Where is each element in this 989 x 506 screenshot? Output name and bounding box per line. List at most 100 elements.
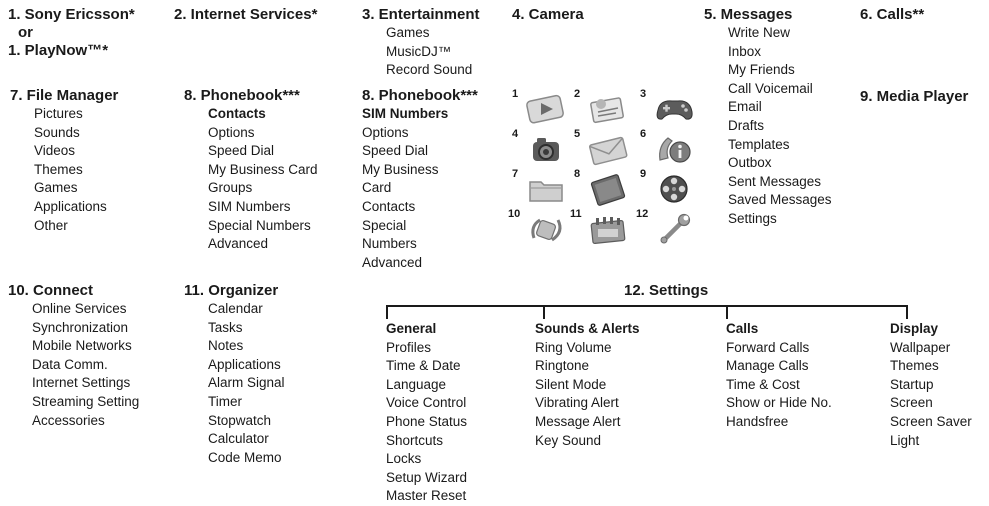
menu-item: Sent Messages xyxy=(728,173,822,189)
menu-item: Themes xyxy=(890,358,939,374)
settings-tree-connector xyxy=(386,305,388,319)
settings-group-title: Calls xyxy=(726,321,759,336)
menu-item: Numbers xyxy=(362,236,417,252)
menu-title: 8. Phonebook*** xyxy=(184,87,300,104)
icon-number: 6 xyxy=(640,128,647,140)
menu-item: Phone Status xyxy=(386,413,468,429)
menu-item: Vibrating Alert xyxy=(535,395,619,411)
connect-icon xyxy=(531,218,562,242)
menu-item: My Business Card xyxy=(208,161,318,177)
menu-item: Show or Hide No. xyxy=(726,395,832,411)
menu-item: My Friends xyxy=(728,62,795,78)
icon-number: 10 xyxy=(508,208,521,220)
menu-9-media-player: 9. Media Player xyxy=(860,88,968,106)
menu-item: Locks xyxy=(386,451,422,467)
settings-group-general: General Profiles Time & Date Language Vo… xyxy=(386,320,467,506)
menu-items: Games MusicDJ™ Record Sound xyxy=(362,24,480,80)
menu-item: Timer xyxy=(208,393,242,409)
envelope-icon xyxy=(589,136,628,166)
menu-item: Internet Settings xyxy=(32,375,131,391)
menu-subtitle: Contacts xyxy=(208,106,266,121)
icon-number: 12 xyxy=(636,208,649,220)
menu-title-1a: 1. Sony Ericsson* xyxy=(8,6,135,23)
menu-item: Themes xyxy=(34,161,83,177)
menu-item: Profiles xyxy=(386,339,432,355)
settings-tree-horizontal xyxy=(386,305,908,307)
menu-items: Calendar Tasks Notes Applications Alarm … xyxy=(184,300,285,467)
menu-8-phonebook-sim: 8. Phonebook*** SIM Numbers Options Spee… xyxy=(362,87,478,272)
menu-item: Options xyxy=(208,124,255,140)
menu-item: Screen Saver xyxy=(890,413,972,429)
menu-item: Applications xyxy=(208,356,281,372)
internet-icon xyxy=(590,97,624,124)
menu-item: Settings xyxy=(728,210,777,226)
menu-12-settings-title: 12. Settings xyxy=(624,282,708,300)
menu-item: SIM Numbers xyxy=(208,198,291,214)
settings-tree-connector xyxy=(726,305,728,319)
menu-title: 12. Settings xyxy=(624,282,709,299)
menu-title: 10. Connect xyxy=(8,282,94,299)
menu-item: Calculator xyxy=(208,431,269,447)
icon-number: 7 xyxy=(512,168,519,180)
menu-item: Handsfree xyxy=(726,413,789,429)
settings-group-items: Wallpaper Themes Startup Screen Screen S… xyxy=(890,339,972,451)
menu-item: Advanced xyxy=(208,236,269,252)
settings-group-sounds-alerts: Sounds & Alerts Ring Volume Ringtone Sil… xyxy=(535,320,640,450)
film-reel-icon xyxy=(660,175,688,203)
menu-10-connect: 10. Connect Online Services Synchronizat… xyxy=(8,282,139,430)
menu-items: Write New Inbox My Friends Call Voicemai… xyxy=(704,24,832,229)
menu-item: Record Sound xyxy=(386,62,473,78)
menu-item: Pictures xyxy=(34,106,83,121)
menu-item: Light xyxy=(890,432,920,448)
menu-item: My Business xyxy=(362,161,439,177)
icon-number: 9 xyxy=(640,168,647,180)
menu-item: MusicDJ™ xyxy=(386,43,452,59)
menu-item: Message Alert xyxy=(535,413,621,429)
menu-item: Data Comm. xyxy=(32,356,108,372)
menu-item: Videos xyxy=(34,143,76,159)
menu-2-internet-services: 2. Internet Services* xyxy=(174,6,317,24)
icon-number: 2 xyxy=(574,88,581,100)
menu-item: Groups xyxy=(208,180,253,196)
menu-item: Time & Date xyxy=(386,358,461,374)
menu-item: Setup Wizard xyxy=(386,469,468,485)
icon-number: 1 xyxy=(512,88,519,100)
menu-item: Startup xyxy=(890,376,934,392)
icon-number: 11 xyxy=(570,208,582,220)
playnow-icon xyxy=(526,94,564,124)
phone-info-icon xyxy=(659,137,691,163)
icon-number: 4 xyxy=(512,128,519,140)
menu-item: Saved Messages xyxy=(728,192,832,208)
settings-group-items: Forward Calls Manage Calls Time & Cost S… xyxy=(726,339,832,432)
settings-tree-connector xyxy=(906,305,908,319)
menu-item: Mobile Networks xyxy=(32,338,132,354)
menu-item: Online Services xyxy=(32,301,127,316)
menu-item: Speed Dial xyxy=(208,143,275,159)
menu-items: Contacts Options Speed Dial My Business … xyxy=(184,105,318,254)
menu-item: Applications xyxy=(34,198,107,214)
menu-title: 11. Organizer xyxy=(184,282,279,299)
menu-item: Special Numbers xyxy=(208,217,311,233)
settings-group-title: Sounds & Alerts xyxy=(535,321,640,336)
menu-item: Card xyxy=(362,180,392,196)
menu-title: 9. Media Player xyxy=(860,88,969,105)
menu-item: Calendar xyxy=(208,301,263,316)
menu-title: 3. Entertainment xyxy=(362,6,480,23)
menu-title: 8. Phonebook*** xyxy=(362,87,478,104)
menu-item: Tasks xyxy=(208,319,243,335)
menu-item: Inbox xyxy=(728,43,762,59)
settings-group-items: Ring Volume Ringtone Silent Mode Vibrati… xyxy=(535,339,640,451)
menu-item: Templates xyxy=(728,136,790,152)
menu-item: Accessories xyxy=(32,412,105,428)
menu-item: Shortcuts xyxy=(386,432,444,448)
settings-group-items: Profiles Time & Date Language Voice Cont… xyxy=(386,339,467,506)
menu-title: 2. Internet Services* xyxy=(174,6,318,23)
icon-number: 8 xyxy=(574,168,581,180)
menu-item: Ring Volume xyxy=(535,339,612,355)
organizer-icon xyxy=(590,217,626,245)
menu-item: Speed Dial xyxy=(362,143,429,159)
menu-11-organizer: 11. Organizer Calendar Tasks Notes Appli… xyxy=(184,282,285,467)
settings-group-display: Display Wallpaper Themes Startup Screen … xyxy=(890,320,972,450)
gamepad-icon xyxy=(656,100,693,120)
menu-item: Language xyxy=(386,376,447,392)
